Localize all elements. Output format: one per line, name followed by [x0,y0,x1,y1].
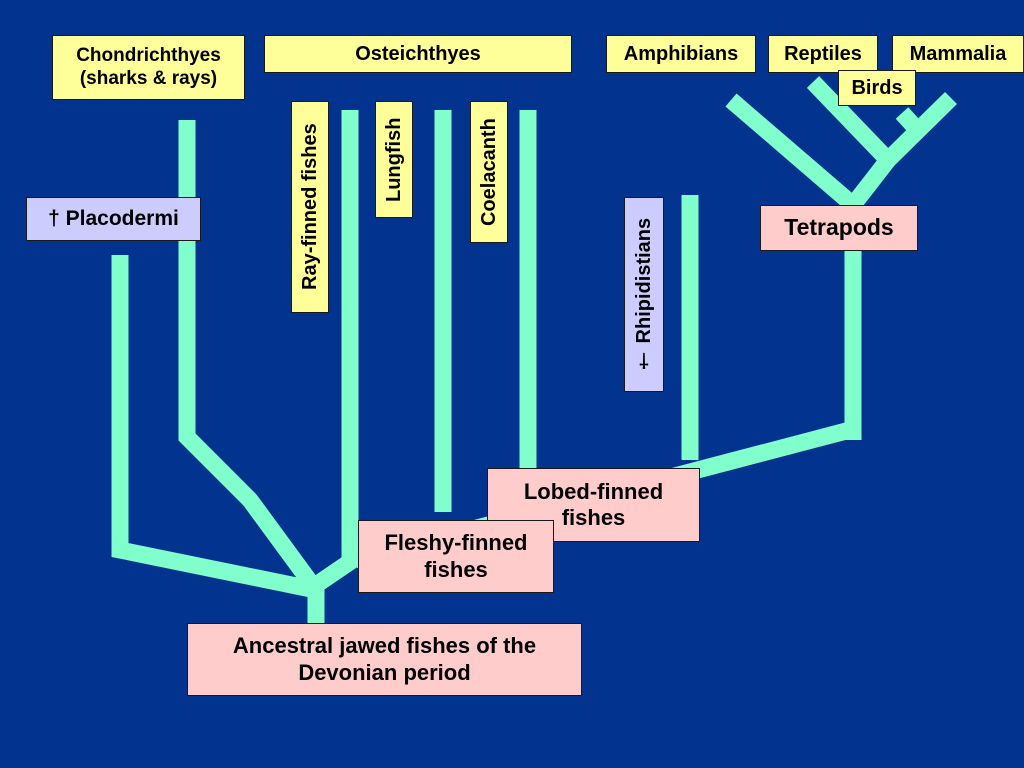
label-lobed-finned-fishes: Lobed-finned fishes [487,468,700,542]
label-mammalia: Mammalia [892,35,1024,73]
label-fleshy-finned-fishes: Fleshy-finned fishes [358,520,554,593]
label-coelacanth: Coelacanth [470,101,508,243]
label-amphibians: Amphibians [606,35,756,73]
label-osteichthyes: Osteichthyes [264,35,572,73]
label-birds: Birds [838,70,916,106]
label-chondrichthyes: Chondrichthyes (sharks & rays) [52,35,245,100]
label-tetrapods: Tetrapods [760,205,918,251]
label-lungfish: Lungfish [375,101,413,218]
label-reptiles: Reptiles [768,35,878,73]
branch-amphibians [725,93,859,212]
branch-amniote [846,154,895,211]
label-rhipidistians: † Rhipidistians [624,197,664,392]
branch-birds [895,107,929,141]
label-ancestral-jawed-fishes: Ancestral jawed fishes of the Devonian p… [187,623,582,696]
branch-placodermi [111,255,318,599]
label-ray-finned-fishes: Ray-finned fishes [291,101,329,313]
branch-chondrichthyes [178,120,323,596]
branch-reptiles-birds [806,76,895,166]
label-placodermi: † Placodermi [26,197,201,241]
